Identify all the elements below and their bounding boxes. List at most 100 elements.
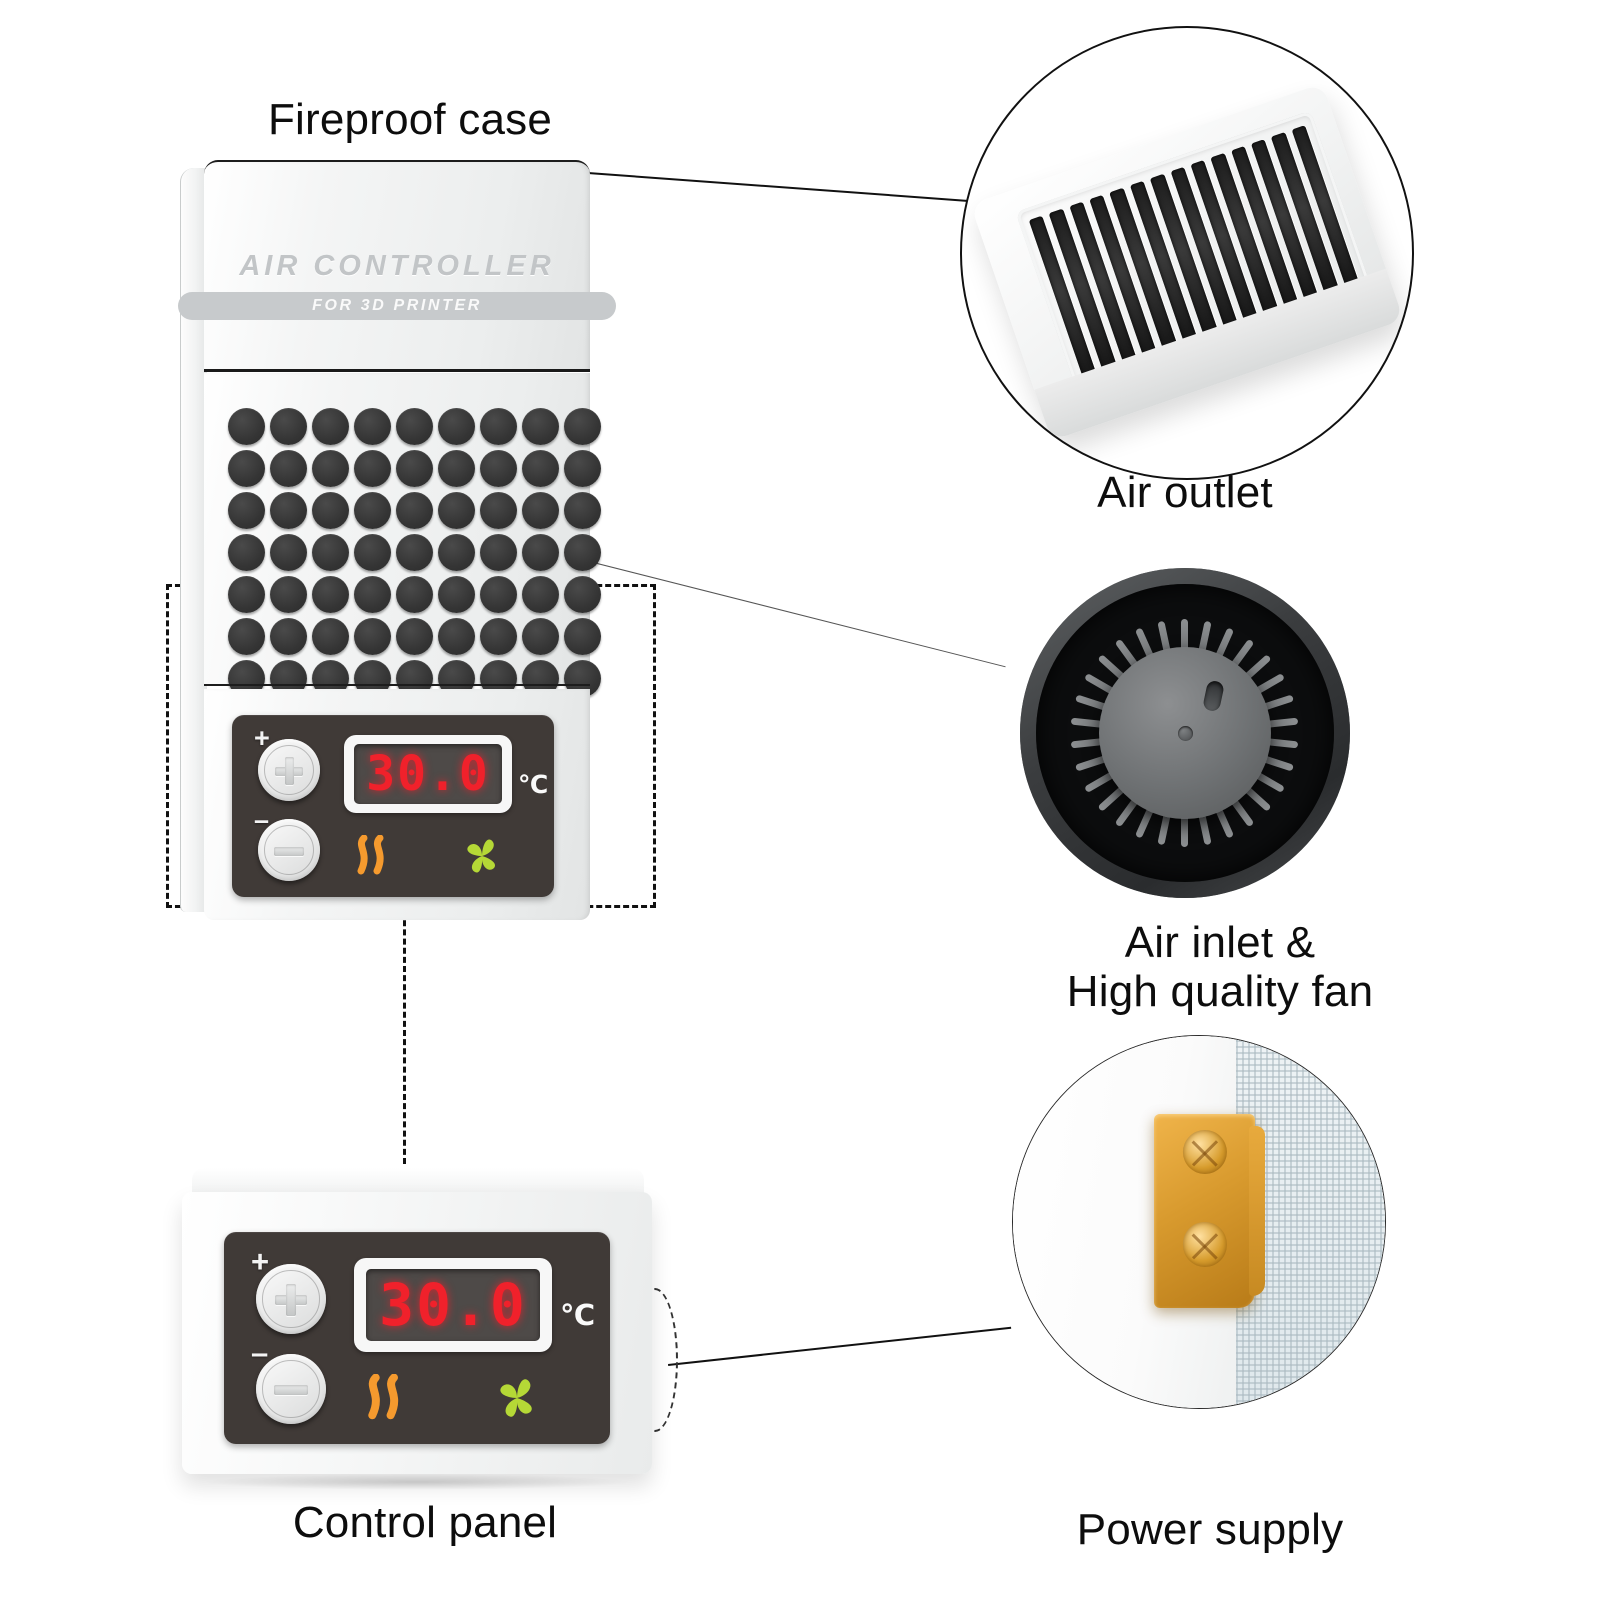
vent-dot (270, 408, 307, 445)
vent-dot (564, 450, 601, 487)
vent-dot (270, 618, 307, 655)
vent-dot (228, 618, 265, 655)
temperature-decrease-button[interactable] (258, 819, 320, 881)
vent-dot (354, 618, 391, 655)
vent-dot (270, 534, 307, 571)
vent-dot (480, 576, 517, 613)
temperature-decrease-button-large[interactable] (256, 1354, 326, 1424)
vent-dot (480, 450, 517, 487)
vent-dot (522, 450, 559, 487)
vent-dot (564, 618, 601, 655)
vent-dot (270, 450, 307, 487)
vent-dot (522, 534, 559, 571)
vent-dot (522, 618, 559, 655)
label-fireproof-case: Fireproof case (267, 95, 553, 144)
vent-dot (438, 534, 475, 571)
vent-dot (312, 576, 349, 613)
vent-dot (564, 492, 601, 529)
heat-indicator-icon-large (368, 1374, 399, 1420)
device-top-panel: AIR CONTROLLER FOR 3D PRINTER (178, 160, 616, 372)
leader-line-air-outlet (587, 172, 967, 202)
temperature-increase-button[interactable] (258, 739, 320, 801)
device-front-face: AIR CONTROLLER FOR 3D PRINTER + (178, 160, 616, 920)
vent-dot (396, 450, 433, 487)
fan-hub (1098, 646, 1271, 819)
brand-name: AIR CONTROLLER (239, 250, 555, 282)
plus-sign-icon: + (254, 723, 270, 753)
temperature-display-bezel-large: 30.0 (354, 1258, 552, 1352)
temperature-increase-button-large[interactable] (256, 1264, 326, 1334)
vent-dot (522, 492, 559, 529)
vent-dot (312, 408, 349, 445)
celsius-unit-label: ℃ (518, 771, 549, 799)
vent-dot (228, 408, 265, 445)
vent-dot (438, 618, 475, 655)
device-left-side-face (180, 168, 207, 912)
vent-dot (522, 576, 559, 613)
plus-sign-icon-large: + (251, 1244, 270, 1279)
minus-sign-icon-large: – (251, 1335, 269, 1370)
vent-dot (312, 618, 349, 655)
control-panel-top-edge (192, 1168, 644, 1195)
vent-dot (480, 408, 517, 445)
vent-dot (396, 618, 433, 655)
vent-dot (228, 576, 265, 613)
fan-indicator-icon-large (500, 1379, 532, 1417)
vent-dot (396, 408, 433, 445)
label-air-outlet: Air outlet (1097, 468, 1273, 517)
vent-dot (312, 492, 349, 529)
vent-dot (480, 618, 517, 655)
xt60-connector (1154, 1114, 1266, 1308)
vent-dot (480, 534, 517, 571)
vent-dot (480, 492, 517, 529)
vent-dot (396, 492, 433, 529)
control-panel-inset: + – 30.0 ℃ (232, 715, 554, 897)
vent-dot (312, 534, 349, 571)
temperature-value: 30.0 (366, 746, 490, 802)
blower-fan-artwork (1019, 567, 1350, 898)
power-supply-closeup (1012, 1035, 1386, 1409)
control-panel-connector-line (403, 902, 406, 1164)
vent-dot (228, 492, 265, 529)
label-power-supply: Power supply (1076, 1505, 1344, 1554)
brand-subtitle-pill: FOR 3D PRINTER (178, 292, 616, 320)
heat-indicator-icon (357, 835, 384, 875)
device-vent-panel (204, 373, 601, 697)
vent-dot (438, 450, 475, 487)
label-air-inlet-fan: Air inlet & High quality fan (1066, 918, 1374, 1017)
vent-dot (564, 408, 601, 445)
air-inlet-fan-closeup (1012, 560, 1357, 905)
celsius-unit-label-large: ℃ (560, 1300, 596, 1332)
vent-dot (354, 492, 391, 529)
vent-dot (438, 576, 475, 613)
vent-dot (354, 576, 391, 613)
air-outlet-artwork (970, 83, 1404, 441)
vent-dot (270, 576, 307, 613)
vent-dot (438, 492, 475, 529)
vent-dot (396, 576, 433, 613)
vent-dot (564, 534, 601, 571)
device-control-panel-area: + – 30.0 ℃ (204, 689, 590, 920)
minus-sign-icon: – (254, 805, 270, 835)
control-panel-inset-large: + – 30.0 ℃ (224, 1232, 610, 1444)
air-controller-device: AIR CONTROLLER FOR 3D PRINTER + (178, 160, 616, 920)
control-panel-closeup: + – 30.0 ℃ (182, 1168, 652, 1498)
control-panel-drop-shadow (202, 1474, 632, 1490)
temperature-value-large: 30.0 (379, 1271, 527, 1339)
leader-line-power-supply (668, 1326, 1012, 1366)
power-connector-artwork (1013, 1036, 1385, 1408)
vent-dot (354, 534, 391, 571)
vent-dot (396, 534, 433, 571)
vent-dot (270, 492, 307, 529)
vent-dot (354, 450, 391, 487)
vent-dot (354, 408, 391, 445)
vent-dot (564, 576, 601, 613)
vent-dot (228, 450, 265, 487)
vent-dot (438, 408, 475, 445)
temperature-display-bezel: 30.0 (344, 735, 512, 813)
vent-dot (522, 408, 559, 445)
vent-dot-grid (228, 408, 602, 698)
label-control-panel: Control panel (292, 1498, 558, 1547)
air-outlet-closeup (960, 26, 1414, 480)
